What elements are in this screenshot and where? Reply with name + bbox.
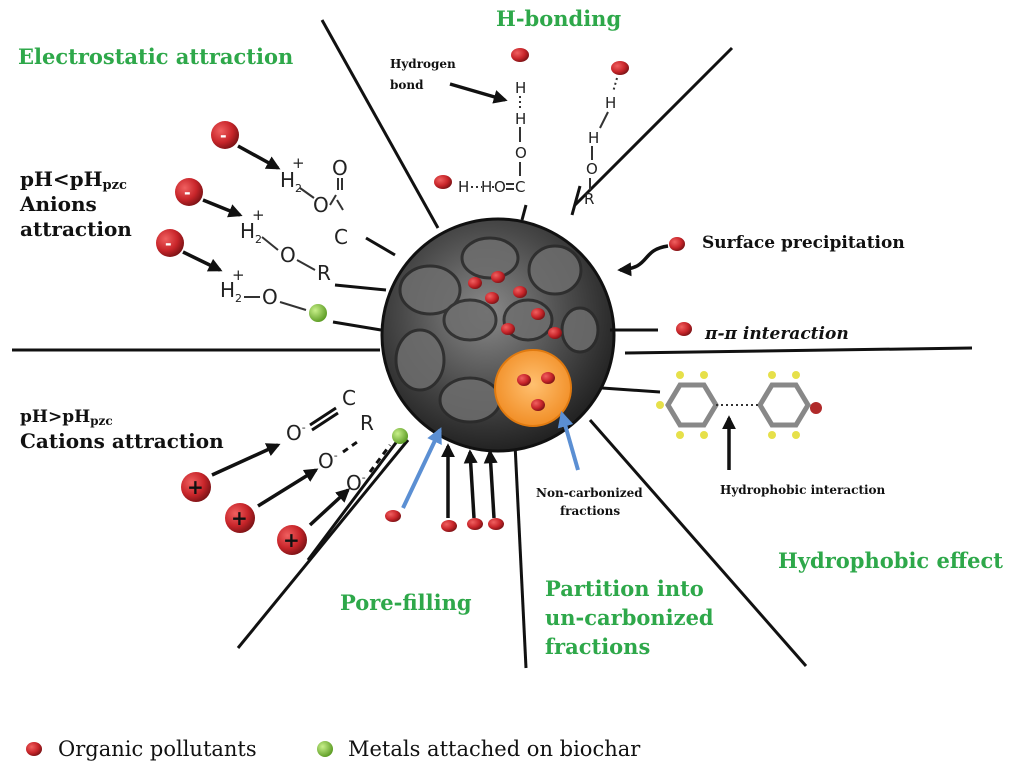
svg-text:H2: H2 [280,168,302,195]
svg-text:+: + [283,528,300,552]
svg-text:R: R [584,190,594,208]
svg-text:O: O [494,178,506,196]
cation-3: + [277,488,351,555]
svg-text:Non-carbonized: Non-carbonized [536,486,643,500]
svg-text:+: + [187,475,204,499]
pollutant-dot [491,271,505,283]
svg-text:fractions: fractions [560,504,620,518]
pollutant-dot [548,327,562,339]
legend-metal-label: Metals attached on biochar [348,737,641,761]
surface-precipitation: Surface precipitation [617,233,905,277]
cations-label: pH>pHpzc Cations attraction [20,407,224,453]
svg-text:O: O [332,156,348,180]
svg-text:-: - [184,183,191,202]
pollutant-dot [517,374,531,386]
pi-pi-interaction: π-π interaction [676,322,849,344]
svg-text:C: C [342,386,356,410]
svg-text:H: H [605,94,616,112]
svg-text:O: O [586,160,598,178]
legend-organic-label: Organic pollutants [58,737,257,761]
cation-1: + [181,443,281,502]
svg-text:-: - [220,126,227,145]
svg-text:H: H [515,79,526,97]
anion-2: - [175,178,243,218]
pollutant-dot [485,292,499,304]
svg-text:H: H [458,178,469,196]
svg-text:H: H [515,110,526,128]
svg-text:O: O [313,193,329,217]
pollutant-dot [468,277,482,289]
pollutant-dot [501,323,515,335]
svg-text:Surface precipitation: Surface precipitation [702,233,905,253]
legend-organic-dot [26,742,42,756]
non-carbonized-label: Non-carbonized fractions [536,410,643,518]
metal-dot [392,428,408,444]
label-hydrogen-bond-2: bond [390,78,424,92]
hydrophobic-molecule: Hydrophobic interaction [656,371,886,497]
metal-dot [309,304,327,322]
pollutant-dot [541,372,555,384]
label-h-bonding: H-bonding [496,6,621,31]
anion-1: - [211,121,281,170]
adsorbed-pollutants [468,271,562,411]
svg-text:O-: O- [318,449,338,473]
svg-text:pH>pHpzc: pH>pHpzc [20,407,113,428]
label-partition-3: fractions [545,634,650,659]
svg-text:O-: O- [286,421,306,445]
label-electrostatic-attraction: Electrostatic attraction [18,44,293,69]
svg-text:O: O [262,285,278,309]
svg-text:Cations attraction: Cations attraction [20,429,224,453]
svg-text:H: H [481,178,492,196]
pollutant-dot [531,399,545,411]
anion-3: - [156,229,223,272]
svg-text:H: H [588,129,599,147]
divider-lines [12,19,973,669]
svg-text:Hydrophobic interaction: Hydrophobic interaction [720,483,886,497]
pore-filling-arrows [385,427,504,532]
anions-label: pH<pHpzc Anions attraction [19,167,132,241]
legend-metal-dot [317,741,333,757]
label-hydrophobic-effect: Hydrophobic effect [778,548,1003,573]
svg-text:C: C [334,225,348,249]
arrow-hydrogen-bond [449,82,508,104]
svg-text:H2: H2 [220,278,242,305]
label-partition-2: un-carbonized [545,605,714,630]
svg-text:π-π interaction: π-π interaction [704,324,849,344]
legend: Organic pollutants Metals attached on bi… [26,737,641,761]
svg-text:H2: H2 [240,219,262,246]
pollutant-dot [513,286,527,298]
svg-text:R: R [360,411,374,435]
h-bond-structure-left: H H O C H H O [434,48,529,196]
svg-text:O: O [280,243,296,267]
biochar-particle [380,217,616,453]
svg-text:attraction: attraction [20,217,132,241]
label-pore-filling: Pore-filling [340,590,472,615]
svg-text:+: + [232,266,245,284]
non-carbonized-fraction [494,349,572,427]
label-partition-1: Partition into [545,576,704,601]
svg-text:+: + [231,506,248,530]
svg-text:pH<pHpzc: pH<pHpzc [20,167,127,193]
anion-chemistry: H2 + O O C H2 + O R H2 + O [220,154,348,322]
pollutant-dot [531,308,545,320]
svg-text:O: O [515,144,527,162]
svg-text:+: + [252,206,265,224]
surface-bonds [332,185,661,394]
h-bond-structure-right: H H O R [584,61,629,208]
svg-text:+: + [292,154,305,172]
svg-text:R: R [317,261,331,285]
svg-text:-: - [165,234,172,253]
svg-text:Anions: Anions [19,192,97,216]
label-hydrogen-bond-1: Hydrogen [390,57,456,71]
cation-2: + [225,468,319,533]
svg-text:C: C [515,178,525,196]
